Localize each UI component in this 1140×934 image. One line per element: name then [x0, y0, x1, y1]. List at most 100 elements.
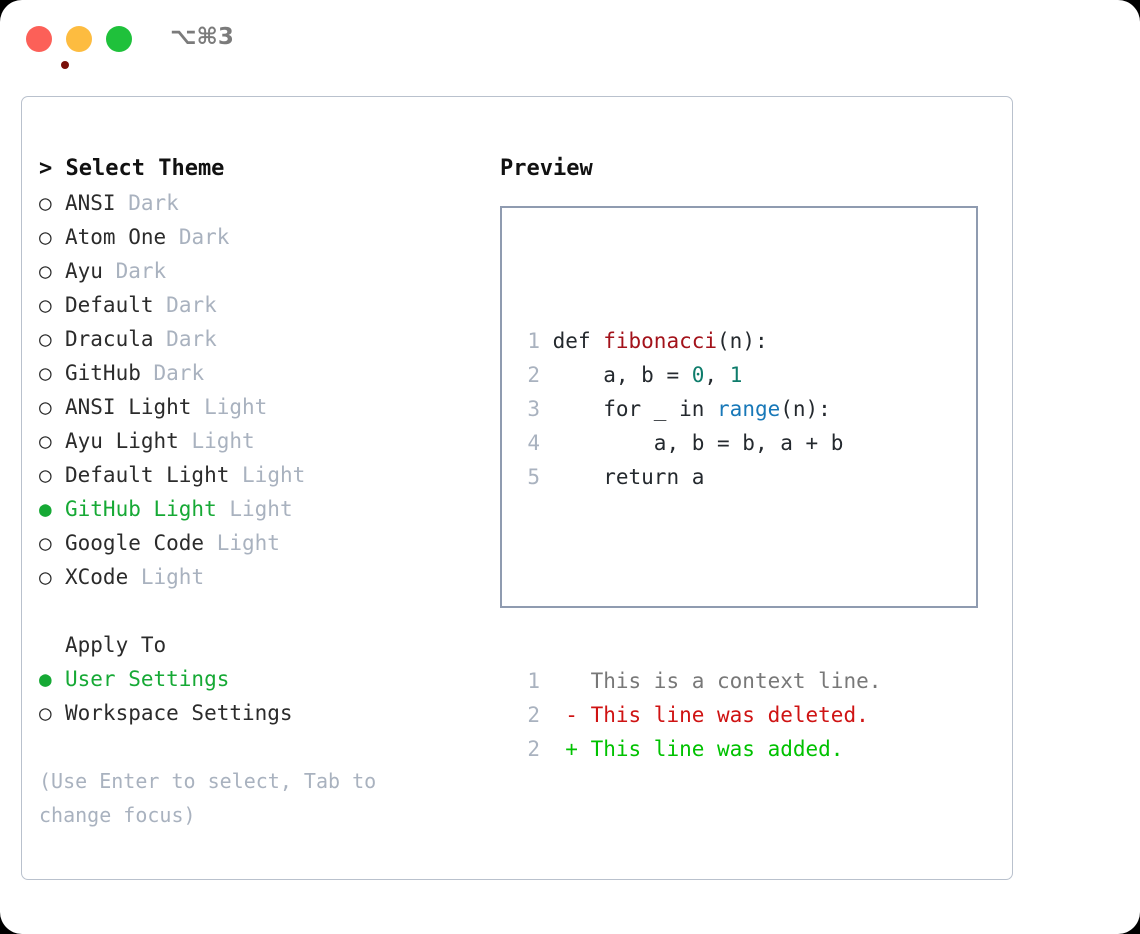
theme-option-ayu[interactable]: ○ Ayu Dark [39, 254, 479, 288]
theme-option-label: Ayu [65, 259, 103, 283]
diff-line-del: 2 - This line was deleted. [518, 698, 881, 732]
code-token-plain: (n): [780, 397, 831, 421]
theme-option-atom-one[interactable]: ○ Atom One Dark [39, 220, 479, 254]
diff-text: This line was deleted. [590, 703, 869, 727]
diff-sign: + [565, 737, 591, 761]
theme-option-label: ANSI [65, 191, 116, 215]
apply-to-option-workspace-settings[interactable]: ○ Workspace Settings [39, 696, 479, 730]
theme-variant-badge: Light [204, 395, 268, 419]
radio-unselected-icon: ○ [39, 565, 52, 589]
radio-unselected-icon: ○ [39, 327, 52, 351]
theme-variant-badge: Dark [128, 191, 179, 215]
content-frame: > Select Theme ○ANSI Dark○Atom One Dark○… [21, 96, 1013, 880]
radio-unselected-icon: ○ [39, 191, 52, 215]
line-number: 4 [527, 431, 540, 455]
theme-variant-badge: Dark [178, 225, 230, 249]
theme-variant-badge: Light [140, 565, 205, 589]
line-number: 1 [527, 329, 540, 353]
code-token-plain: a, b = [552, 363, 692, 387]
diff-text: This line was added. [590, 737, 844, 761]
theme-variant-badge: Light [242, 463, 306, 487]
theme-variant-badge: Light [229, 497, 293, 521]
diff-line-add: 2 + This line was added. [518, 732, 881, 766]
apply-to-list: ● User Settings ○ Workspace Settings [39, 662, 479, 730]
code-token-plain: , [704, 363, 730, 387]
code-token-plain: (n): [717, 329, 768, 353]
spacer [39, 594, 479, 628]
theme-option-ansi-light[interactable]: ○ANSI Light Light [39, 390, 479, 424]
radio-unselected-icon: ○ [39, 463, 52, 487]
line-number: 1 [527, 669, 540, 693]
preview-pane: Preview 1 def fibonacci(n):2 a, b = 0, 1… [500, 152, 1000, 761]
code-token-plain: return a [552, 465, 705, 489]
theme-option-google-code[interactable]: ○ Google Code Light [39, 526, 479, 560]
diff-lines: 1 This is a context line.2 - This line w… [518, 664, 881, 766]
code-line: 3 for _ in range(n): [518, 392, 881, 426]
theme-variant-badge: Light [216, 531, 280, 555]
theme-option-ansi[interactable]: ○ ANSI Dark [39, 186, 479, 220]
theme-option-github[interactable]: ○ GitHub Dark [39, 356, 479, 390]
shortcut-label: ⌥⌘3 [170, 24, 234, 50]
preview-title: Preview [500, 156, 593, 181]
radio-selected-icon: ● [39, 667, 52, 691]
radio-selected-icon: ● [39, 497, 52, 521]
maximize-button[interactable] [106, 26, 132, 52]
code-token-plain: a, b = b, a + b [552, 431, 844, 455]
page-title: > Select Theme [39, 156, 225, 181]
code-line: 1 def fibonacci(n): [518, 324, 881, 358]
line-number: 5 [527, 465, 540, 489]
theme-option-default-light[interactable]: ○Default Light Light [39, 458, 479, 492]
theme-variant-badge: Dark [166, 293, 217, 317]
apply-to-option-label: Workspace Settings [65, 701, 293, 725]
radio-unselected-icon: ○ [39, 293, 52, 317]
radio-unselected-icon: ○ [39, 225, 52, 249]
minimize-button[interactable] [66, 26, 92, 52]
theme-option-label: Default [65, 293, 154, 317]
code-token-builtin: range [717, 397, 781, 421]
theme-option-label: XCode [65, 565, 129, 589]
radio-unselected-icon: ○ [39, 531, 52, 555]
line-number: 2 [527, 363, 540, 387]
code-token-func: fibonacci [603, 329, 718, 353]
apply-to-title: Apply To [65, 633, 167, 657]
line-number: 2 [527, 703, 540, 727]
code-token-plain: for _ in [552, 397, 718, 421]
diff-sign [565, 669, 590, 693]
diff-text: This is a context line. [590, 669, 882, 693]
recording-indicator-icon [61, 61, 69, 69]
apply-to-option-user-settings[interactable]: ● User Settings [39, 662, 479, 696]
theme-option-github-light[interactable]: ● GitHub Light Light [39, 492, 479, 526]
theme-option-label: GitHub Light [65, 497, 217, 521]
radio-unselected-icon: ○ [39, 259, 52, 283]
radio-unselected-icon: ○ [39, 429, 52, 453]
line-number: 2 [527, 737, 540, 761]
theme-variant-badge: Light [191, 429, 255, 453]
theme-list: ○ANSI Dark○Atom One Dark○Ayu Dark○Defaul… [39, 186, 479, 594]
theme-option-xcode[interactable]: ○ XCode Light [39, 560, 479, 594]
code-lines: 1 def fibonacci(n): 2 a, b = 0, 1 3 for _ … [518, 324, 881, 494]
title-bar: ⌥⌘3 [0, 0, 1140, 78]
diff-sign: - [565, 703, 591, 727]
code-spacer [518, 562, 881, 596]
theme-variant-badge: Dark [115, 259, 167, 283]
apply-to-option-label: User Settings [65, 667, 230, 691]
code-token-num: 0 [691, 363, 705, 387]
theme-option-label: Atom One [65, 225, 167, 249]
theme-option-default[interactable]: ○ Default Dark [39, 288, 479, 322]
code-token-plain: def [552, 329, 604, 353]
keyboard-hint: (Use Enter to select, Tab to change focu… [39, 769, 389, 827]
theme-option-dracula[interactable]: ○Dracula Dark [39, 322, 479, 356]
radio-unselected-icon: ○ [39, 701, 52, 725]
close-button[interactable] [26, 26, 69, 69]
theme-variant-badge: Dark [153, 361, 205, 385]
diff-line-ctx: 1 This is a context line. [518, 664, 881, 698]
radio-unselected-icon: ○ [39, 361, 52, 385]
code-line: 5 return a [518, 460, 881, 494]
theme-option-label: GitHub [65, 361, 141, 385]
radio-unselected-icon: ○ [39, 395, 52, 419]
theme-option-label: Google Code [65, 531, 205, 555]
theme-option-label: Ayu Light [65, 429, 179, 453]
theme-option-ayu-light[interactable]: ○ Ayu Light Light [39, 424, 479, 458]
